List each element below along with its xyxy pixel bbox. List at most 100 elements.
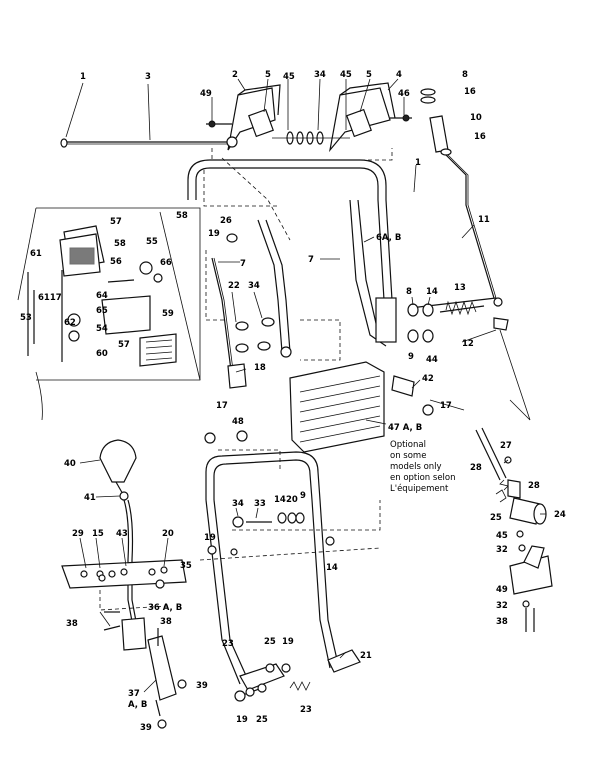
label-62: 62 xyxy=(64,318,76,328)
label-15: 15 xyxy=(92,529,104,539)
label-43: 43 xyxy=(116,529,128,539)
label-27: 27 xyxy=(500,441,512,451)
label-39: 39 xyxy=(196,681,208,691)
label-19: 19 xyxy=(204,533,216,543)
label-7: 7 xyxy=(240,259,246,269)
label-53: 53 xyxy=(20,313,32,323)
label-65: 65 xyxy=(96,306,108,316)
label-38: 38 xyxy=(160,617,172,627)
label-28: 28 xyxy=(470,463,482,473)
label-21: 21 xyxy=(360,651,372,661)
label-45: 45 xyxy=(340,70,352,80)
label-34: 34 xyxy=(248,281,260,291)
label-38: 38 xyxy=(496,617,508,627)
label-54: 54 xyxy=(96,324,108,334)
control-box-inset xyxy=(17,207,201,421)
label-49: 49 xyxy=(200,89,212,99)
label-14: 14 xyxy=(426,287,438,297)
middle-linkage xyxy=(211,233,275,389)
label-10: 10 xyxy=(470,113,482,123)
upper-bracket-left xyxy=(206,84,281,151)
lower-plate xyxy=(61,559,187,729)
label-16: 16 xyxy=(464,87,476,97)
label-39: 39 xyxy=(140,723,152,733)
label-1: 1 xyxy=(80,72,86,82)
label-45: 45 xyxy=(496,531,508,541)
crank-rod xyxy=(420,88,497,299)
label-14: 14 xyxy=(326,563,338,573)
label-12: 12 xyxy=(462,339,474,349)
label-9: 9 xyxy=(408,352,414,362)
center-spacers xyxy=(272,131,350,145)
label-44: 44 xyxy=(426,355,438,365)
label-5: 5 xyxy=(366,70,372,80)
label-33: 33 xyxy=(254,499,266,509)
label-25: 25 xyxy=(256,715,268,725)
label-35: 35 xyxy=(180,561,192,571)
note-line-4: en option selon xyxy=(390,473,456,483)
label-47-a-b: 47 A, B xyxy=(388,423,422,433)
label-24: 24 xyxy=(554,510,566,520)
optional-note: Optional on some models only en option s… xyxy=(390,440,456,494)
lower-bolts xyxy=(204,430,335,702)
label-17: 17 xyxy=(440,401,452,411)
note-line-1: Optional xyxy=(390,440,426,450)
label-3: 3 xyxy=(145,72,151,82)
label-4: 4 xyxy=(396,70,402,80)
label-32: 32 xyxy=(496,545,508,555)
label-19: 19 xyxy=(282,637,294,647)
label-64: 64 xyxy=(96,291,108,301)
label-41: 41 xyxy=(84,493,96,503)
label-46: 46 xyxy=(398,89,410,99)
label-8: 8 xyxy=(406,287,412,297)
label-16: 16 xyxy=(474,132,486,142)
label-55: 55 xyxy=(146,237,158,247)
note-line-2: on some xyxy=(390,451,426,461)
label-37-suffix: A, B xyxy=(128,700,147,710)
label-37: 37 xyxy=(128,689,140,699)
label-13: 13 xyxy=(454,283,466,293)
label-18: 18 xyxy=(254,363,266,373)
label-59: 59 xyxy=(162,309,174,319)
console-cover xyxy=(289,361,385,453)
label-20: 20 xyxy=(286,495,298,505)
label-17: 17 xyxy=(216,401,228,411)
label-11: 11 xyxy=(478,215,490,225)
label-5: 5 xyxy=(265,70,271,80)
label-60: 60 xyxy=(96,349,108,359)
label-26: 26 xyxy=(220,216,232,226)
label-19: 19 xyxy=(208,229,220,239)
shift-rod xyxy=(60,82,232,148)
label-23: 23 xyxy=(222,639,234,649)
label-14: 14 xyxy=(274,495,286,505)
label-34: 34 xyxy=(314,70,326,80)
label-57: 57 xyxy=(118,340,130,350)
label-40: 40 xyxy=(64,459,76,469)
label-48: 48 xyxy=(232,417,244,427)
label-25: 25 xyxy=(264,637,276,647)
damper xyxy=(391,375,434,416)
label-23: 23 xyxy=(300,705,312,715)
label-58: 58 xyxy=(114,239,126,249)
label-38: 38 xyxy=(66,619,78,629)
grid-pad xyxy=(145,339,173,361)
label-42: 42 xyxy=(422,374,434,384)
label-34: 34 xyxy=(232,499,244,509)
label-7: 7 xyxy=(308,255,314,265)
label-19: 19 xyxy=(236,715,248,725)
label-2: 2 xyxy=(232,70,238,80)
label-36-a-b: 36 A, B xyxy=(148,603,182,613)
label-45: 45 xyxy=(283,72,295,82)
label-56: 56 xyxy=(110,257,122,267)
label-66: 66 xyxy=(160,258,172,268)
callout-labels-lower: 40 41 27 28 28 25 24 34 33 14 20 9 29 15… xyxy=(64,441,566,733)
label-6a-b: 6A, B xyxy=(376,233,401,243)
note-line-3: models only xyxy=(390,462,442,472)
label-61: 61 xyxy=(30,249,42,259)
label-1: 1 xyxy=(415,158,421,168)
label-57: 57 xyxy=(110,217,122,227)
callout-labels: 1 3 2 5 45 34 45 5 4 8 16 49 46 10 16 1 … xyxy=(20,70,490,433)
label-25: 25 xyxy=(490,513,502,523)
note-line-5: L'équipement xyxy=(390,483,449,494)
